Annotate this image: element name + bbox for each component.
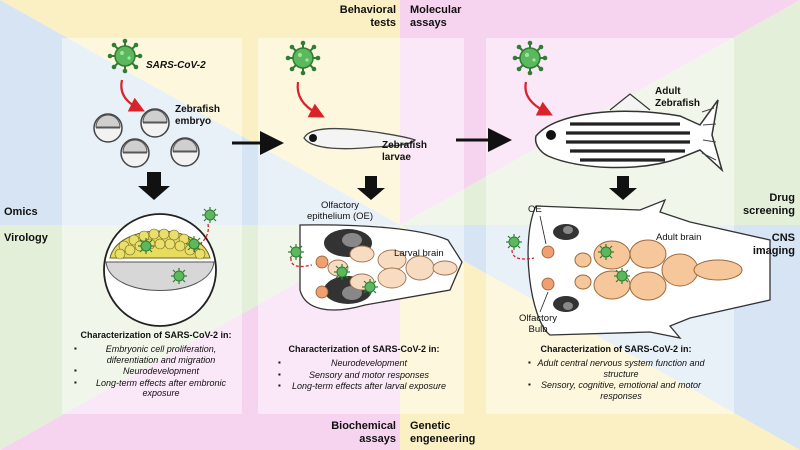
embryo-icon (93, 113, 123, 143)
omics-label: Omics (4, 206, 38, 218)
larva-head-closeup (287, 224, 463, 311)
larva-icon (303, 127, 417, 150)
bg-omics (0, 0, 400, 225)
larval-brain-label: Larval brain (394, 248, 444, 259)
adult-stage-label: Adult Zebrafish (655, 86, 701, 109)
adult-head-closeup (505, 198, 771, 339)
molecular-assays-label: Molecular assays (410, 4, 462, 29)
caption-title: Characterization of SARS-CoV-2 in: (540, 344, 692, 354)
caption-item: Adult central nervous system function an… (528, 358, 706, 379)
virology-label: Virology (4, 232, 48, 244)
embryo-stage-label: Zebrafish embryo (175, 104, 221, 127)
embryo-closeup (103, 206, 219, 327)
virus-icon (106, 37, 144, 75)
olfactory-epithelium-label: Olfactory epithelium (OE) (307, 200, 373, 222)
behavioral-tests-label: Behavioral tests (339, 4, 396, 29)
olfactory-bulb-label: Olfactory Bulb (518, 313, 557, 335)
embryo-caption: Characterization of SARS-CoV-2 in: Embry… (72, 330, 240, 400)
virus-icon (511, 39, 549, 77)
embryo-icon (170, 137, 200, 167)
caption-title: Characterization of SARS-CoV-2 in: (288, 344, 440, 354)
oe-label: OE (528, 204, 542, 215)
caption-item: Embryonic cell proliferation, diferentia… (74, 344, 240, 365)
biochemical-assays-label: Biochemical assays (331, 420, 396, 445)
caption-item: Sensory and motor responses (278, 370, 452, 381)
adult-caption: Characterization of SARS-CoV-2 in: Adult… (526, 344, 706, 402)
adult-brain-label: Adult brain (656, 232, 702, 243)
caption-item: Neurodevelopment (74, 366, 240, 377)
drug-screening-label: Drug screening (743, 192, 795, 217)
adult-zebrafish-icon (534, 93, 724, 173)
genetic-engineering-label: Genetic engeneering (410, 420, 476, 445)
caption-item: Long-term effects after larval exposure (278, 381, 452, 392)
caption-item: Sensory, cognitive, emotional and motor … (528, 380, 706, 401)
caption-item: Long-term effects after embronic exposur… (74, 378, 240, 399)
cns-imaging-label: CNS imaging (752, 232, 795, 257)
caption-title: Characterization of SARS-CoV-2 in: (80, 330, 232, 340)
larvae-caption: Characterization of SARS-CoV-2 in: Neuro… (276, 344, 452, 393)
embryo-icon (140, 108, 170, 138)
embryo-icon (120, 138, 150, 168)
caption-item: Neurodevelopment (278, 358, 452, 369)
larvae-stage-label: Zebrafish larvae (382, 140, 428, 163)
virus-label: SARS-CoV-2 (146, 60, 206, 71)
virus-icon (284, 39, 322, 77)
